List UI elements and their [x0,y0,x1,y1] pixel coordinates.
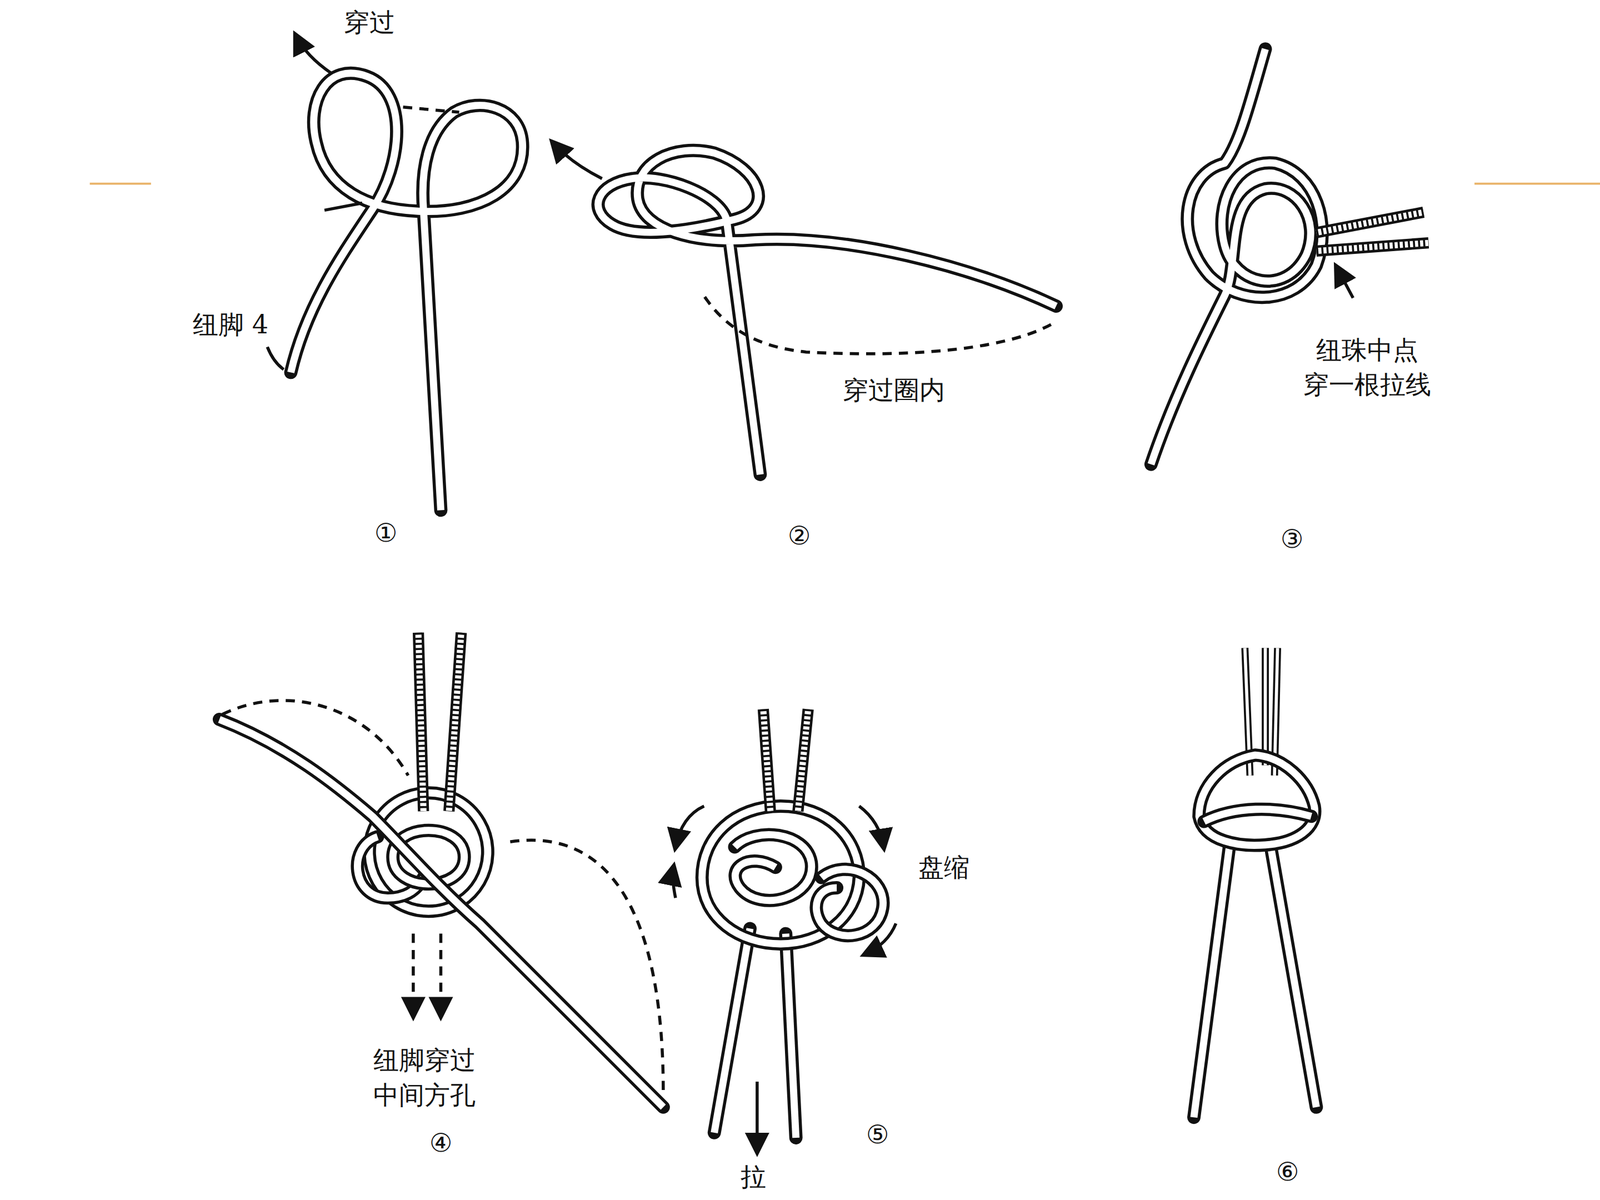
instruction-label: 穿过圈内 [839,372,949,408]
instruction-label: 纽珠中点 穿一根拉线 [1275,332,1460,402]
callout-number: ③ [1277,521,1307,557]
callout-number: ② [784,518,814,553]
instruction-label: 纽脚穿过 中间方孔 [344,1042,505,1112]
part-label: 纽脚 4 [189,307,272,342]
instruction-label: 盘缩 [915,850,973,885]
callout-number: ⑤ [862,1117,893,1152]
instruction-label: 拉 [737,1159,770,1194]
instruction-label: 穿过 [340,5,399,40]
callout-number: ① [371,515,401,550]
callout-number: ④ [426,1125,456,1160]
callout-number: ⑥ [1272,1154,1303,1189]
